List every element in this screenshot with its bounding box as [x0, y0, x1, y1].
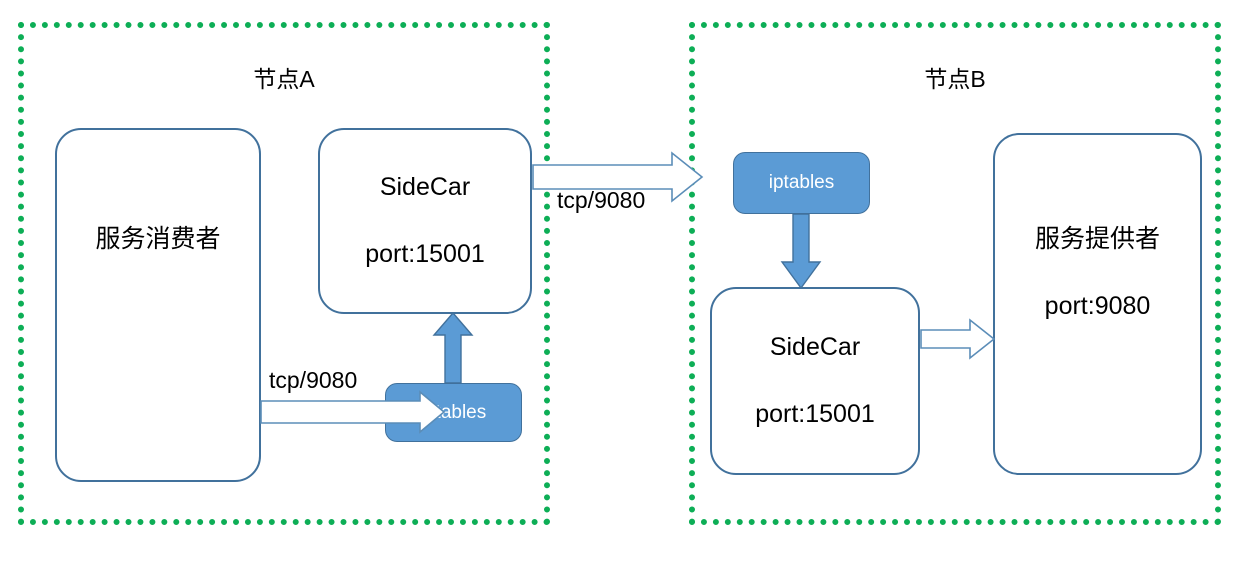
iptables-a-box[interactable]: iptables: [385, 383, 522, 442]
edge-label-consumer-to-iptables: tcp/9080: [269, 367, 358, 393]
node-a-title: 节点A: [253, 66, 315, 92]
service-provider-box[interactable]: 服务提供者 port:9080: [993, 133, 1202, 475]
service-consumer-box[interactable]: 服务消费者: [55, 128, 261, 482]
service-provider-label: 服务提供者: [1034, 224, 1160, 253]
node-b-boundary: [689, 22, 1221, 525]
service-consumer-label: 服务消费者: [95, 225, 221, 254]
edge-label-cross-node: tcp/9080: [557, 187, 646, 213]
sidecar-b-box[interactable]: SideCar port:15001: [710, 287, 920, 475]
iptables-a-label: iptables: [420, 401, 487, 423]
iptables-b-label: iptables: [768, 172, 835, 193]
sidecar-b-port: port:15001: [755, 400, 875, 428]
node-a-boundary: [18, 22, 550, 525]
iptables-b-box[interactable]: iptables: [733, 152, 870, 214]
sidecar-a-port: port:15001: [365, 240, 485, 268]
service-provider-port: port:9080: [1044, 292, 1151, 320]
sidecar-a-name: SideCar: [379, 172, 471, 201]
node-b-title: 节点B: [924, 66, 986, 92]
sidecar-a-box[interactable]: SideCar port:15001: [318, 128, 532, 314]
sidecar-b-name: SideCar: [769, 332, 861, 361]
